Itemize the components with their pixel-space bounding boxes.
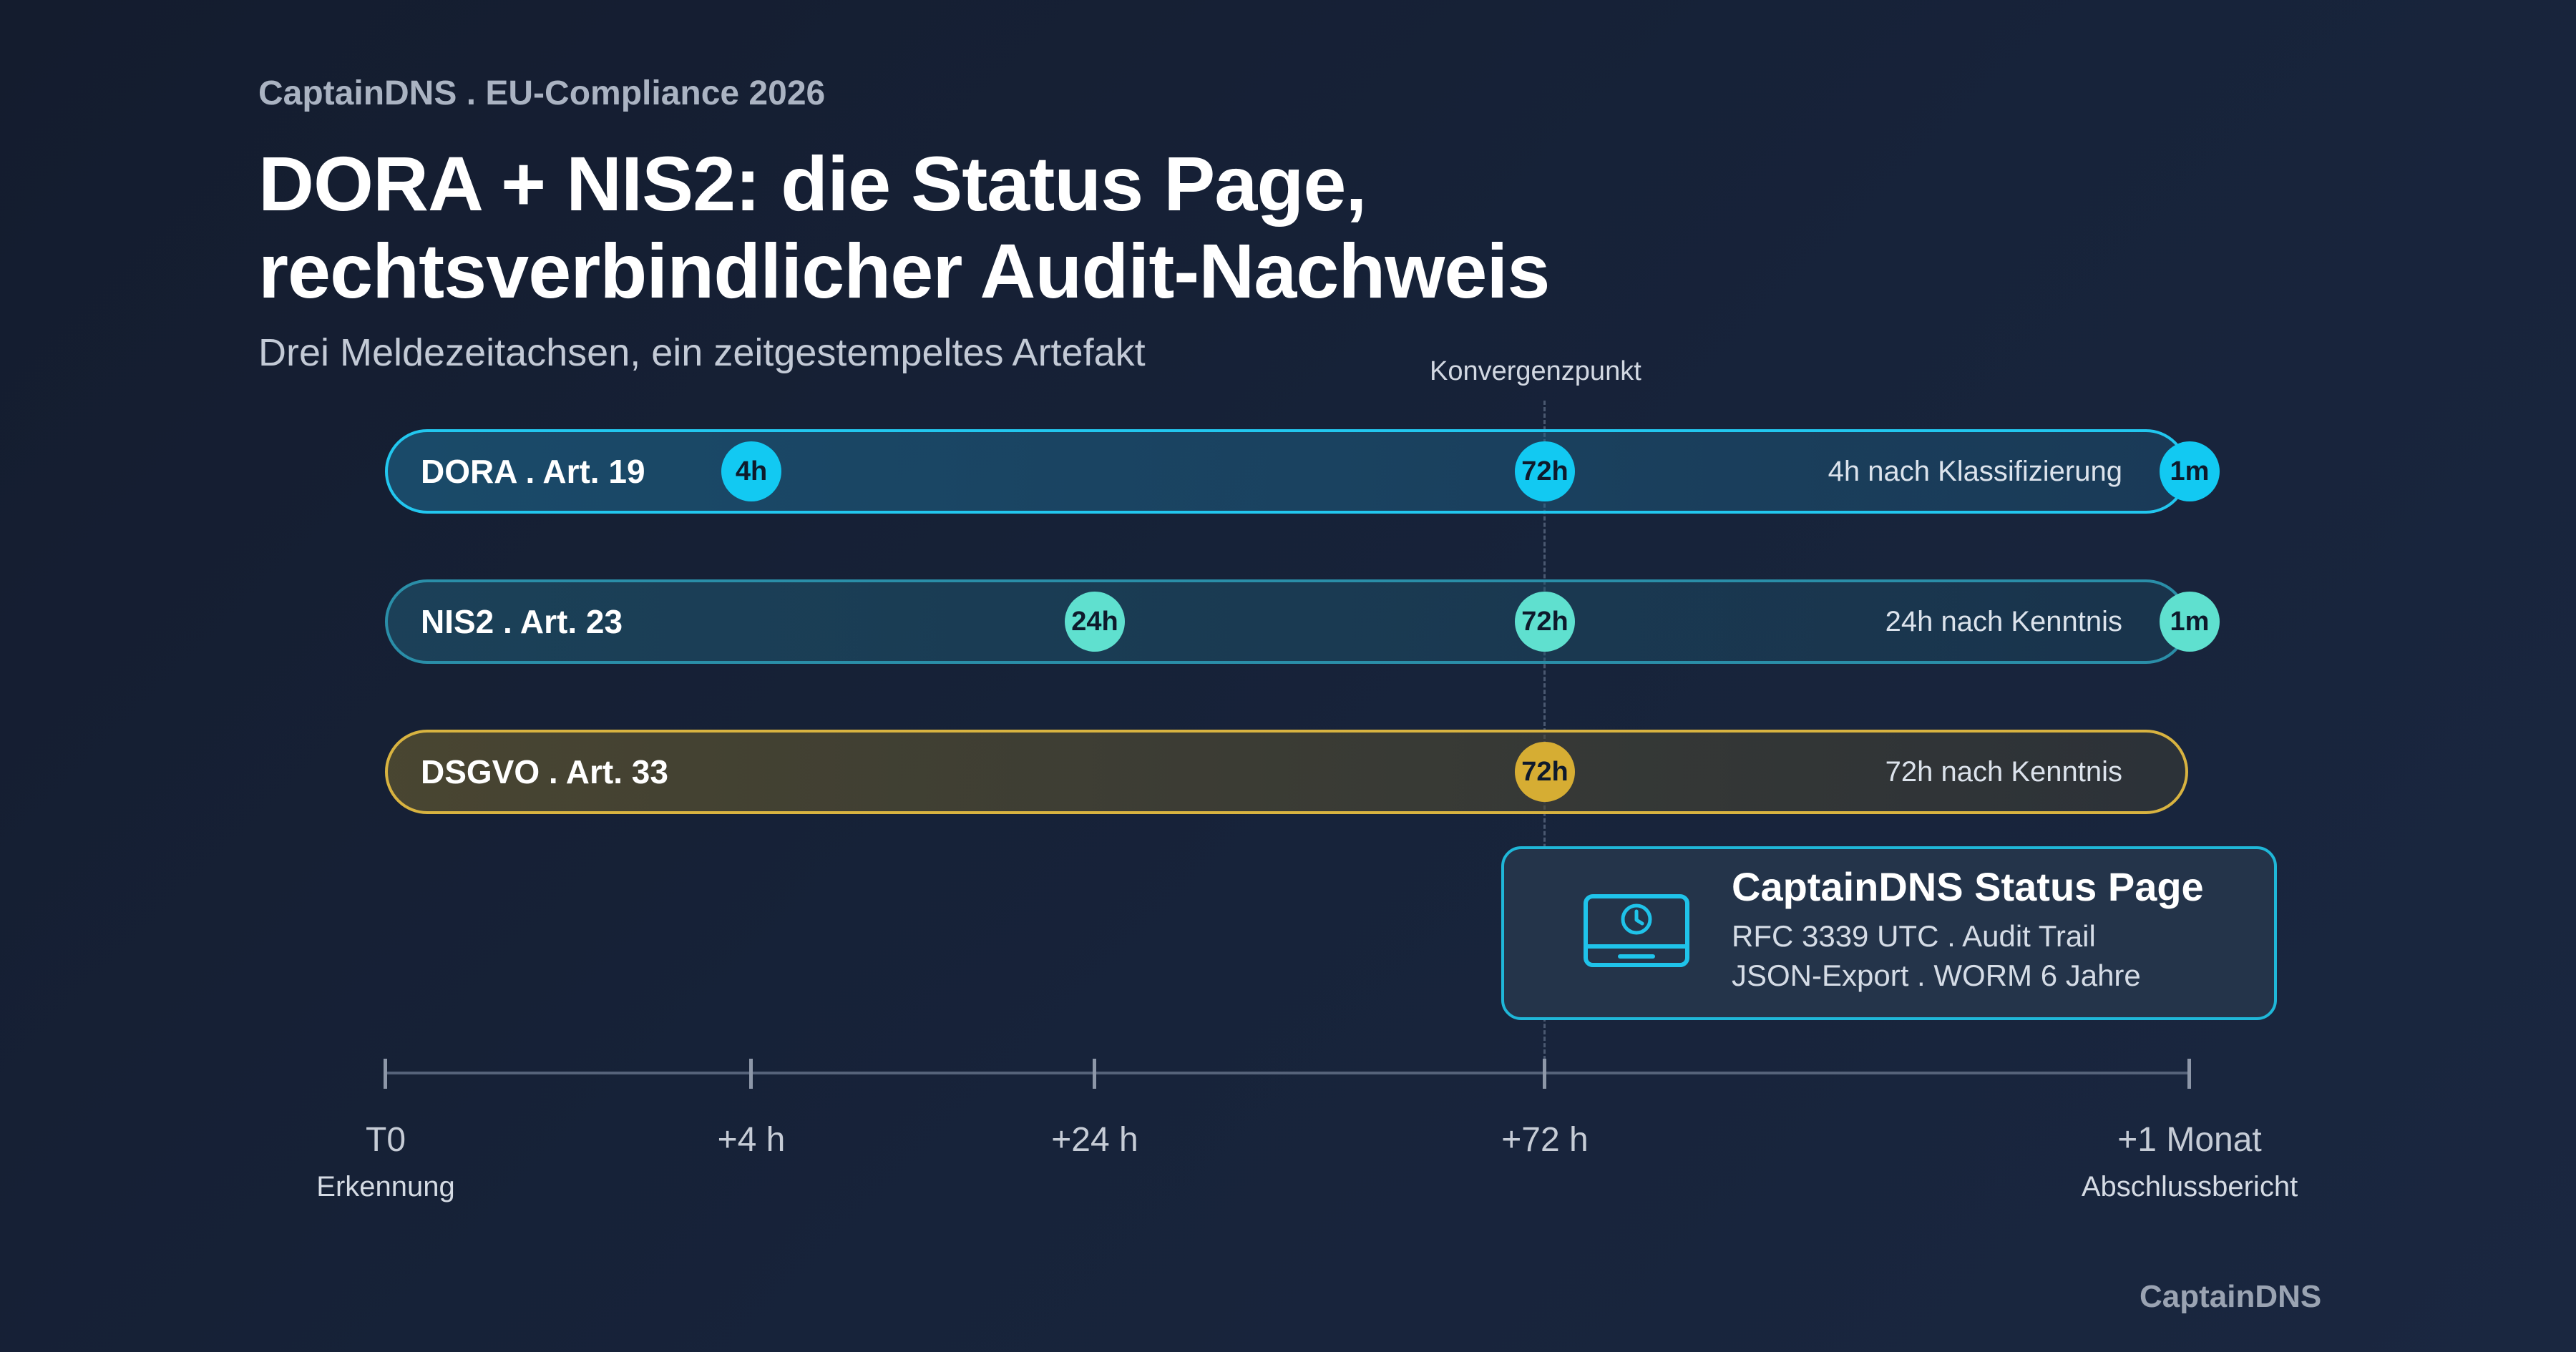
lane-label: NIS2 . Art. 23 <box>421 603 623 640</box>
axis-tick <box>1543 1059 1546 1089</box>
axis-tick <box>749 1059 753 1089</box>
lane-note: 24h nach Kenntnis <box>1885 606 2122 637</box>
lane-note: 4h nach Klassifizierung <box>1828 456 2122 487</box>
title-line-1: DORA + NIS2: die Status Page, <box>258 140 1367 227</box>
axis-tick-label: T0 <box>365 1121 406 1159</box>
marker-1m: 1m <box>2160 592 2220 652</box>
card-detail-line: JSON-Export . WORM 6 Jahre <box>1732 959 2141 992</box>
axis-tick-label: +24 h <box>1051 1121 1138 1159</box>
marker-72h: 72h <box>1515 592 1575 652</box>
lane-dsgvo: DSGVO . Art. 33 72h nach Kenntnis <box>385 730 2188 814</box>
axis-tick-sublabel: Abschlussbericht <box>2081 1171 2298 1202</box>
axis-tick-label: +72 h <box>1501 1121 1589 1159</box>
footer-brand: CaptainDNS <box>2140 1279 2322 1314</box>
marker-72h: 72h <box>1515 441 1575 501</box>
axis-tick-label: +1 Monat <box>2117 1121 2262 1159</box>
card-title: CaptainDNS Status Page <box>1732 864 2204 909</box>
marker-4h: 4h <box>721 441 781 501</box>
monitor-clock-icon <box>1583 893 1690 977</box>
lane-label: DSGVO . Art. 33 <box>421 753 668 790</box>
axis-tick-sublabel: Erkennung <box>316 1171 455 1202</box>
page-title: DORA + NIS2: die Status Page, rechtsverb… <box>258 140 1550 315</box>
title-line-2: rechtsverbindlicher Audit-Nachweis <box>258 227 1550 314</box>
timeline-axis <box>385 1072 2191 1074</box>
subtitle: Drei Meldezeitachsen, ein zeitgestempelt… <box>258 331 1146 374</box>
status-page-card: CaptainDNS Status Page RFC 3339 UTC . Au… <box>1501 846 2277 1020</box>
lane-dora: DORA . Art. 19 4h nach Klassifizierung <box>385 429 2188 514</box>
card-detail-line: RFC 3339 UTC . Audit Trail <box>1732 919 2096 953</box>
axis-tick <box>1093 1059 1096 1089</box>
lane-label: DORA . Art. 19 <box>421 453 645 490</box>
convergence-label: Konvergenzpunkt <box>1430 356 1641 386</box>
marker-24h: 24h <box>1065 592 1125 652</box>
lane-note: 72h nach Kenntnis <box>1885 756 2122 788</box>
lane-nis2: NIS2 . Art. 23 24h nach Kenntnis <box>385 579 2188 664</box>
axis-tick <box>2187 1059 2191 1089</box>
eyebrow-text: CaptainDNS . EU-Compliance 2026 <box>258 74 826 112</box>
axis-tick-label: +4 h <box>717 1121 786 1159</box>
axis-tick <box>384 1059 387 1089</box>
marker-72h: 72h <box>1515 742 1575 802</box>
marker-1m: 1m <box>2160 441 2220 501</box>
